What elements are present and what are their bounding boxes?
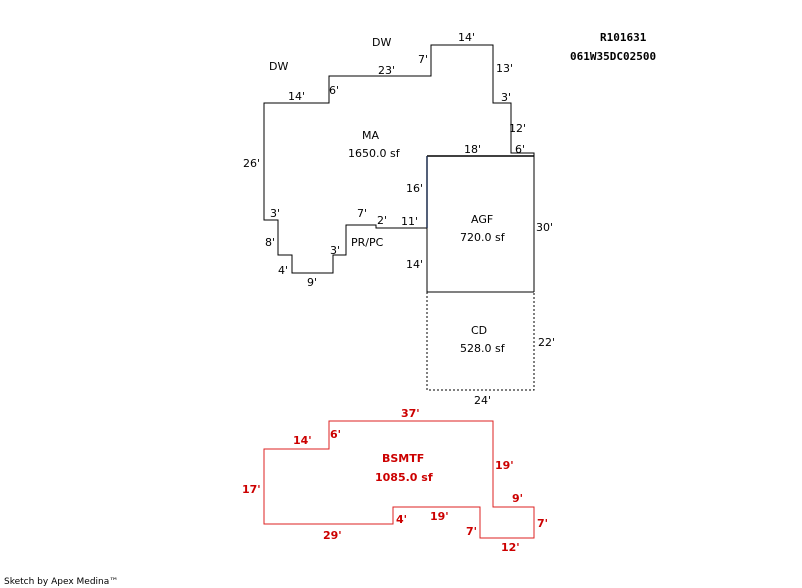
bsmtf-label: BSMTF bbox=[382, 452, 424, 465]
dim-label: 12' bbox=[509, 122, 526, 135]
dim-label: 23' bbox=[378, 64, 395, 77]
dim-label: 12' bbox=[501, 541, 520, 554]
dim-label: 4' bbox=[396, 513, 407, 526]
dim-label: 19' bbox=[430, 510, 449, 523]
dim-label: 19' bbox=[495, 459, 514, 472]
ma-area: 1650.0 sf bbox=[348, 147, 401, 160]
dim-label: 3' bbox=[501, 91, 511, 104]
dim-label: 9' bbox=[512, 492, 523, 505]
dim-label: 2' bbox=[377, 214, 387, 227]
agf-area: 720.0 sf bbox=[460, 231, 506, 244]
dim-label: 7' bbox=[466, 525, 477, 538]
dim-label: 14' bbox=[406, 258, 423, 271]
dim-label: 7' bbox=[537, 517, 548, 530]
dim-label: 6' bbox=[330, 428, 341, 441]
bsmtf-area: 1085.0 sf bbox=[375, 471, 433, 484]
pr-pc-label: PR/PC bbox=[351, 236, 384, 249]
dim-label: 26' bbox=[243, 157, 260, 170]
dim-label: 14' bbox=[293, 434, 312, 447]
dim-label: 8' bbox=[265, 236, 275, 249]
dim-label: 6' bbox=[329, 84, 339, 97]
parcel-number: 061W35DC02500 bbox=[570, 50, 656, 63]
dim-label: 6' bbox=[515, 143, 525, 156]
cd-label: CD bbox=[471, 324, 487, 337]
dim-label: 9' bbox=[307, 276, 317, 289]
dim-label: 16' bbox=[406, 182, 423, 195]
dim-label: 17' bbox=[242, 483, 261, 496]
dw-label-left: DW bbox=[269, 60, 288, 73]
dim-label: 4' bbox=[278, 264, 288, 277]
ma-outline bbox=[263, 44, 535, 274]
dw-label-top: DW bbox=[372, 36, 391, 49]
dim-label: 7' bbox=[357, 207, 367, 220]
dim-label: 13' bbox=[496, 62, 513, 75]
dim-label: 11' bbox=[401, 215, 418, 228]
dim-label: 14' bbox=[288, 90, 305, 103]
dim-label: 37' bbox=[401, 407, 420, 420]
dim-label: 18' bbox=[464, 143, 481, 156]
cd-outline bbox=[426, 292, 535, 391]
dim-label: 29' bbox=[323, 529, 342, 542]
cd-area: 528.0 sf bbox=[460, 342, 506, 355]
dim-label: 22' bbox=[538, 336, 555, 349]
dim-label: 14' bbox=[458, 31, 475, 44]
dim-label: 3' bbox=[270, 207, 280, 220]
footer-credit: Sketch by Apex Medina™ bbox=[4, 577, 118, 587]
dim-label: 7' bbox=[418, 53, 428, 66]
bsmtf-outline bbox=[263, 420, 535, 539]
ma-label: MA bbox=[362, 129, 379, 142]
dim-label: 30' bbox=[536, 221, 553, 234]
dim-label: 24' bbox=[474, 394, 491, 407]
agf-label: AGF bbox=[471, 213, 493, 226]
account-number: R101631 bbox=[600, 31, 647, 44]
dim-label: 3' bbox=[330, 244, 340, 257]
